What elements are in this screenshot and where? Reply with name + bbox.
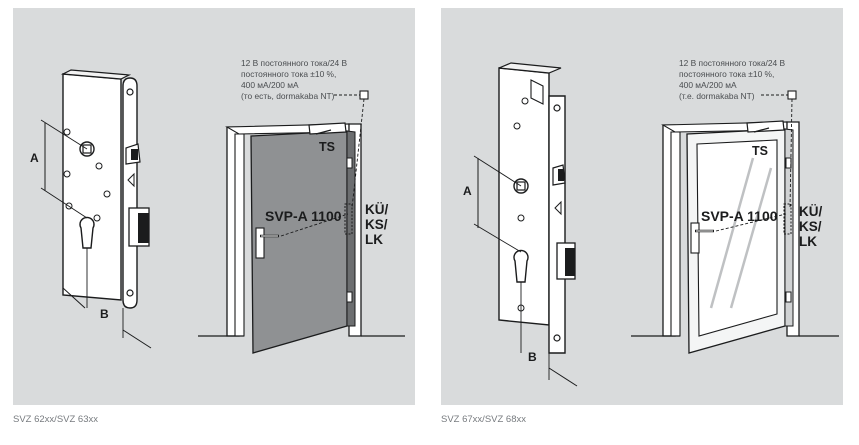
handle-plate (690, 222, 700, 254)
power-note-line: постоянного тока ±10 %, (679, 69, 775, 79)
wire-vertical (789, 98, 793, 209)
glass-reflection-1 (709, 157, 755, 309)
contact-label: LK (365, 232, 383, 247)
door-edge (784, 128, 794, 327)
dim-a-ext-bottom (473, 223, 522, 253)
case-hole-2 (513, 122, 521, 130)
power-note-line: постоянного тока ±10 %, (241, 69, 337, 79)
hinge-bottom (346, 291, 353, 303)
figure-panel-left: 12 В постоянного тока/24 В постоянного т… (13, 8, 415, 405)
faceplate-screw-top (553, 104, 561, 112)
case-hole-5 (65, 202, 73, 210)
hinge-bottom (785, 291, 792, 303)
contact-label: KÜ/ (799, 204, 823, 219)
follower-hole (513, 178, 529, 194)
trigger (127, 172, 135, 188)
lock-case-top (498, 62, 562, 74)
power-supply-box (359, 90, 369, 100)
power-note-line: 400 мА/200 мА (679, 80, 737, 90)
dim-b-line-2 (122, 329, 152, 349)
contact-box (783, 203, 792, 235)
lock-label: SVP-A 1100 (265, 208, 342, 224)
follower-square (82, 144, 92, 154)
case-hole-1 (63, 128, 71, 136)
dim-a-ext-bottom (40, 187, 88, 219)
case-hole-4 (103, 190, 111, 198)
wire-to-lock (280, 213, 349, 237)
power-supply-box (787, 90, 797, 100)
dim-b-line (62, 287, 86, 309)
glass-pane (696, 139, 778, 337)
faceplate-screw-bottom (553, 334, 561, 342)
door-closer (308, 122, 347, 135)
dimension-a-label: A (463, 184, 472, 198)
closer-arm (753, 127, 770, 133)
power-note-line: (то есть, dormakaba NT) (241, 91, 335, 101)
contact-labels: KÜ/ KS/ LK (365, 202, 388, 247)
hinge-top (346, 157, 353, 169)
cylinder-hole (79, 216, 95, 249)
trigger (554, 200, 562, 216)
door-frame-inner (234, 133, 245, 337)
dim-a-ext-top (40, 119, 88, 150)
lock-label: SVP-A 1100 (701, 208, 778, 224)
power-note: 12 В постоянного тока/24 В постоянного т… (679, 58, 785, 102)
wire-to-lock (715, 213, 787, 232)
door-frame-inner (670, 131, 681, 337)
bolt-dark (565, 248, 575, 276)
power-note-line: 12 В постоянного тока/24 В (679, 58, 786, 68)
faceplate-screw-bottom (126, 289, 134, 297)
closer-arm (315, 129, 332, 135)
contact-label: KS/ (799, 219, 822, 234)
cylinder-hole (513, 249, 529, 283)
figure-caption-left: SVZ 62xx/SVZ 63xx (13, 414, 99, 425)
lock-and-door-drawing-left (40, 69, 405, 354)
case-hole-2 (95, 162, 103, 170)
lock-faceplate (122, 77, 138, 309)
follower-hole (79, 141, 95, 157)
lock-and-door-drawing-right (473, 62, 839, 387)
lock-faceplate (548, 95, 566, 354)
closer-label: TS (319, 140, 335, 154)
latch-dark (131, 149, 138, 160)
dimension-b-label: B (100, 307, 109, 321)
lock-case (62, 73, 122, 301)
wire-vertical (351, 98, 365, 209)
power-note: 12 В постоянного тока/24 В постоянного т… (241, 58, 347, 102)
glass-reflection-2 (729, 167, 773, 309)
figure-caption-right: SVZ 67xx/SVZ 68xx (441, 414, 527, 425)
handle-plate (255, 227, 265, 259)
case-hole-1 (521, 97, 529, 105)
dim-a-ext-top (473, 155, 522, 187)
dimension-a-label: A (30, 151, 39, 165)
case-hole-3 (517, 214, 525, 222)
bolt-dark (138, 213, 149, 243)
figure-panel-right: 12 В постоянного тока/24 В постоянного т… (441, 8, 843, 405)
dimension-b-label: B (528, 350, 537, 364)
contact-label: KS/ (365, 217, 388, 232)
contact-label: KÜ/ (365, 202, 389, 217)
lock-case-notch (530, 79, 544, 105)
contact-labels: KÜ/ KS/ LK (799, 204, 822, 249)
latch-dark (558, 169, 564, 181)
lock-case-top (60, 69, 132, 80)
power-note-line: 12 В постоянного тока/24 В (241, 58, 348, 68)
power-note-line: (т.е. dormakaba NT) (679, 91, 755, 101)
follower-square (516, 181, 526, 191)
door-closer (746, 120, 785, 133)
lock-case (498, 67, 550, 326)
power-note-line: 400 мА/200 мА (241, 80, 299, 90)
contact-label: LK (799, 234, 817, 249)
contact-box (344, 203, 353, 235)
door-leaf (250, 130, 348, 354)
faceplate-screw-top (126, 88, 134, 96)
door-edge (346, 130, 356, 327)
closer-label: TS (752, 144, 768, 158)
hinge-top (785, 157, 792, 169)
case-hole-3 (63, 170, 71, 178)
dim-b-line-2 (548, 367, 578, 387)
case-hole-6 (93, 214, 101, 222)
